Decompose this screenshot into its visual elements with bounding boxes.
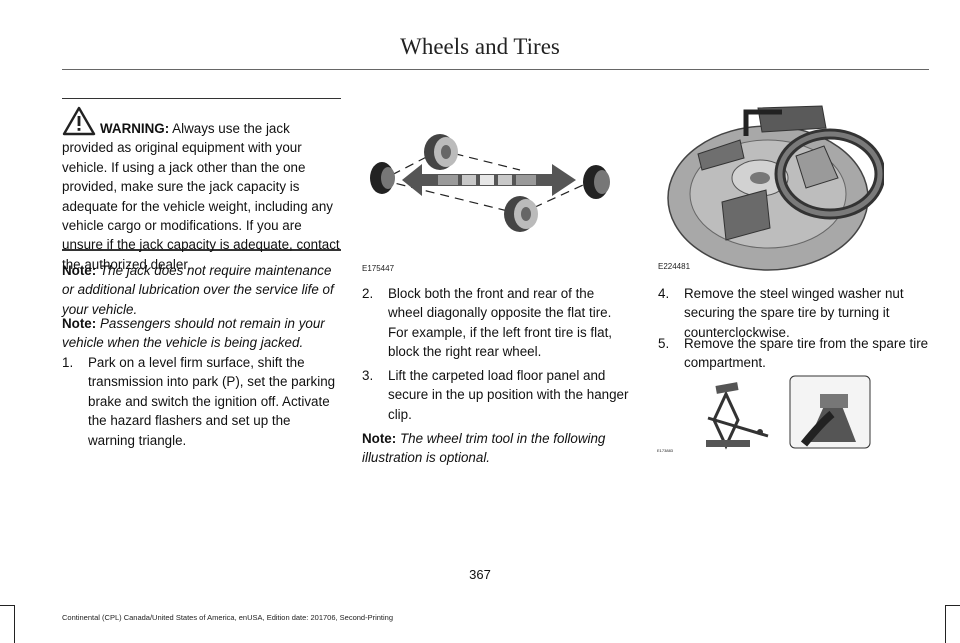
step-text: Park on a level firm surface, shift the … [88, 355, 336, 448]
wheel-block-diagram [370, 134, 610, 232]
step-text: Lift the carpeted load floor panel and s… [388, 368, 629, 422]
note-jack-maintenance: Note: The jack does not require maintena… [62, 263, 334, 317]
step-number: 4. [658, 286, 670, 301]
crop-mark [945, 605, 946, 643]
crop-mark [14, 605, 15, 643]
figure-code: E224481 [658, 262, 691, 271]
footer-text: Continental (CPL) Canada/United States o… [62, 613, 394, 622]
page-title: Wheels and Tires [400, 34, 560, 59]
warning-text: WARNING: Always use the jack provided as… [62, 119, 341, 274]
step-number: 2. [362, 286, 374, 301]
figure-code: E173883 [657, 448, 674, 453]
crop-mark [946, 605, 960, 606]
step-number: 5. [658, 336, 670, 351]
step-text: Remove the spare tire from the spare tir… [684, 336, 929, 371]
warning-label: WARNING: [100, 121, 170, 136]
note-wheel-trim-tool: Note: The wheel trim tool in the followi… [362, 431, 606, 466]
warning-body: Always use the jack provided as original… [62, 121, 340, 272]
step-text: Remove the steel winged washer nut secur… [684, 286, 904, 340]
header-rule [62, 69, 929, 70]
warning-triangle-icon [62, 106, 96, 136]
page-number: 367 [469, 567, 491, 582]
crop-mark [0, 605, 14, 606]
spare-tire-illustration [667, 105, 884, 271]
step-number: 1. [62, 355, 74, 370]
step-text: Block both the front and rear of the whe… [388, 286, 613, 360]
note-passengers: Note: Passengers should not remain in yo… [62, 316, 325, 351]
step-number: 3. [362, 368, 374, 383]
jack-illustration [706, 375, 871, 450]
figure-code: E175447 [362, 264, 395, 273]
warning-box: WARNING: Always use the jack provided as… [62, 98, 341, 272]
